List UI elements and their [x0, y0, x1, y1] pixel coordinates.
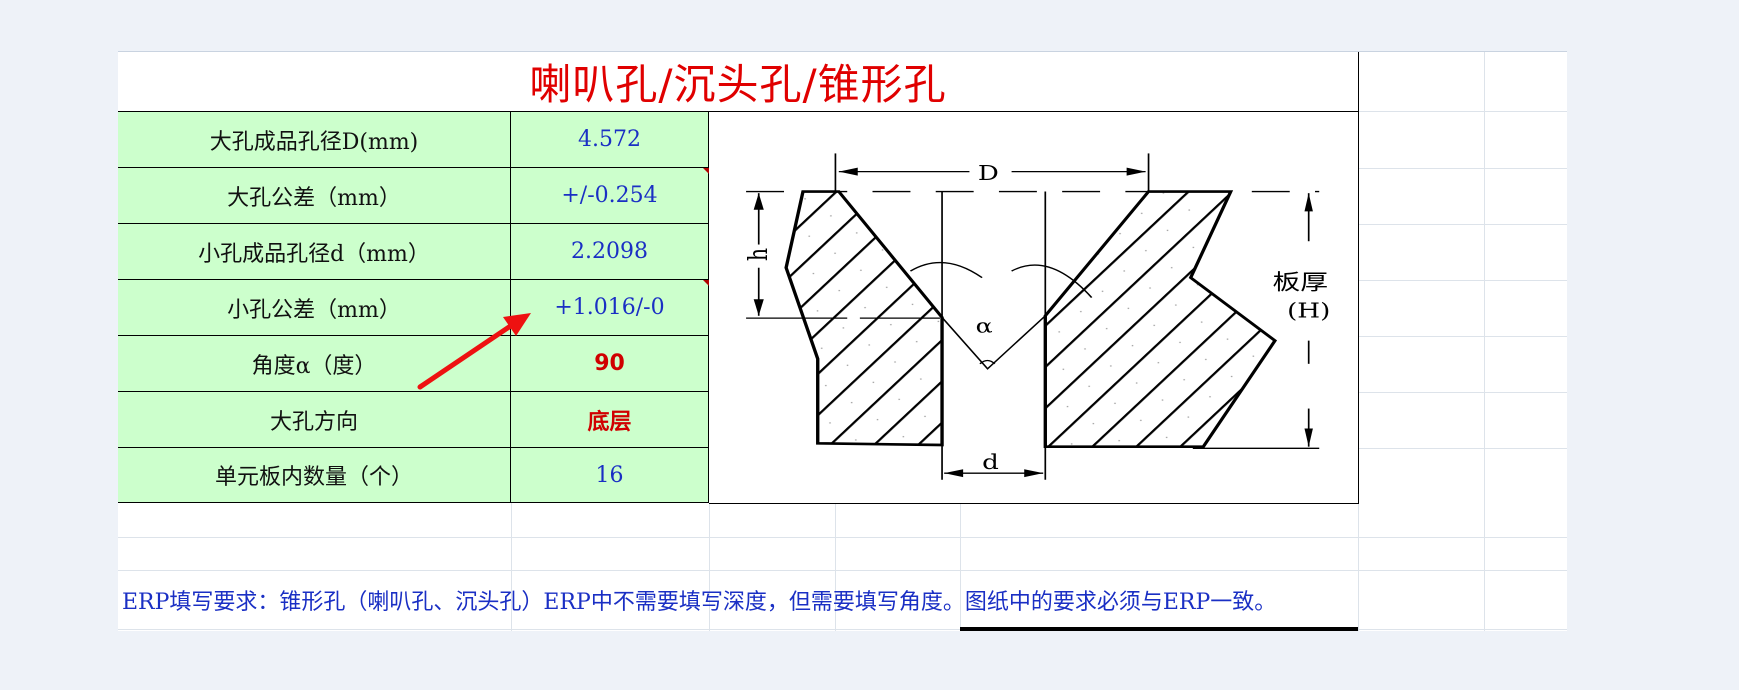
param-label[interactable]: 大孔成品孔径D(mm): [118, 112, 511, 168]
table-row: 大孔公差（mm） +/-0.254: [118, 168, 709, 224]
label-D: D: [978, 161, 999, 185]
table-row: 小孔公差（mm） +1.016/-0: [118, 280, 709, 336]
comment-indicator-icon[interactable]: [703, 280, 709, 286]
table-row: 小孔成品孔径d（mm） 2.2098: [118, 224, 709, 280]
param-value[interactable]: +/-0.254: [511, 168, 709, 224]
gridline: [118, 537, 1567, 538]
gridline: [709, 503, 710, 631]
comment-indicator-icon[interactable]: [703, 168, 709, 174]
cell-border: [960, 627, 1358, 631]
label-thickness: 板厚: [1272, 269, 1328, 294]
gridline: [835, 503, 836, 631]
param-label[interactable]: 角度α（度）: [118, 336, 511, 392]
param-value[interactable]: 4.572: [511, 112, 709, 168]
param-label[interactable]: 小孔公差（mm）: [118, 280, 511, 336]
param-value[interactable]: 2.2098: [511, 224, 709, 280]
param-value[interactable]: 底层: [511, 392, 709, 448]
label-d: d: [982, 450, 999, 474]
gridline: [118, 570, 1567, 571]
param-label[interactable]: 单元板内数量（个）: [118, 448, 511, 503]
gridline: [118, 629, 1567, 630]
gridline: [511, 503, 512, 631]
param-value[interactable]: 16: [511, 448, 709, 503]
table-row: 大孔方向 底层: [118, 392, 709, 448]
diagram-svg: D d h α 板厚 (H): [743, 153, 1330, 480]
label-H: (H): [1287, 298, 1330, 322]
param-label[interactable]: 大孔方向: [118, 392, 511, 448]
param-label[interactable]: 小孔成品孔径d（mm）: [118, 224, 511, 280]
gridline: [960, 503, 961, 631]
param-value[interactable]: +1.016/-0: [511, 280, 709, 336]
table-row: 单元板内数量（个） 16: [118, 448, 709, 503]
erp-requirement-note[interactable]: ERP填写要求：锥形孔（喇叭孔、沉头孔）ERP中不需要填写深度，但需要填写角度。…: [122, 589, 1277, 615]
countersink-diagram: D d h α 板厚 (H): [709, 112, 1359, 504]
label-alpha: α: [976, 315, 993, 338]
spreadsheet: 喇叭孔/沉头孔/锥形孔 大孔成品孔径D(mm) 4.572 大孔公差（mm） +…: [118, 51, 1567, 631]
label-h: h: [743, 248, 774, 261]
red-arrow-annotation: [417, 313, 531, 390]
table-row: 角度α（度） 90: [118, 336, 709, 392]
gridline: [1484, 52, 1485, 631]
param-label[interactable]: 大孔公差（mm）: [118, 168, 511, 224]
table-row: 大孔成品孔径D(mm) 4.572: [118, 112, 709, 168]
param-value[interactable]: 90: [511, 336, 709, 392]
